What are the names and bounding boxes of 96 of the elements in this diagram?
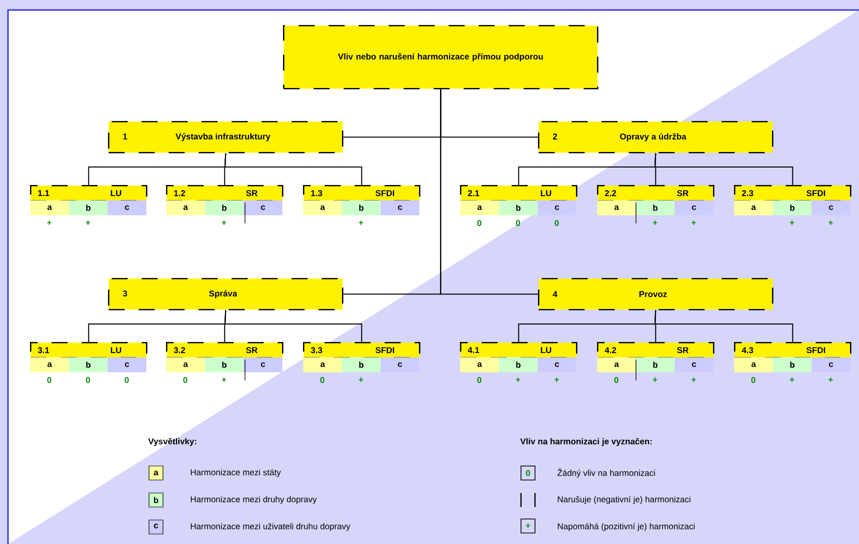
cell: c bbox=[674, 357, 714, 372]
cell: c bbox=[108, 200, 146, 216]
impact-mark: + bbox=[47, 220, 52, 225]
cell: c bbox=[538, 357, 576, 372]
legend-heading: Vliv na harmonizaci je vyznačen: bbox=[520, 438, 652, 446]
cell: b bbox=[772, 200, 812, 216]
connector-line bbox=[224, 152, 362, 186]
swatch-letter: c bbox=[154, 524, 158, 528]
impact-mark: 0 bbox=[47, 377, 52, 383]
impact-mark: + bbox=[222, 220, 226, 225]
cell: c bbox=[812, 357, 850, 372]
legend-text: Harmonizace mezi druhy dopravy bbox=[190, 496, 317, 504]
impact-mark: + bbox=[692, 378, 696, 382]
connector-line bbox=[654, 310, 794, 342]
cell: a bbox=[303, 200, 342, 216]
legend-text: Napomáhá (pozitivní je) harmonizaci bbox=[558, 523, 695, 531]
unit-header: 1.2 SR bbox=[166, 185, 284, 202]
impact-mark: + bbox=[790, 220, 794, 225]
cell: b bbox=[498, 200, 538, 216]
cell: b bbox=[68, 200, 108, 216]
cell: b bbox=[68, 357, 108, 372]
legend-heading: Vysvětlivky: bbox=[148, 438, 196, 446]
cell: c bbox=[538, 200, 576, 216]
swatch-letter: a bbox=[154, 470, 158, 476]
impact-mark: + bbox=[828, 220, 833, 225]
title-box: Vliv nebo narušení harmonizace přímou podporou bbox=[283, 25, 598, 90]
cell: a bbox=[460, 200, 499, 216]
impact-mark: + bbox=[358, 220, 364, 225]
impact-mark: 0 bbox=[477, 220, 482, 226]
impact-mark: 0 bbox=[477, 377, 482, 383]
cell: c bbox=[108, 357, 146, 372]
unit-header: 3.1 LU bbox=[30, 342, 148, 358]
sample-symbol: + bbox=[526, 524, 530, 528]
cell: a bbox=[30, 357, 69, 372]
cell: b bbox=[772, 357, 812, 372]
cell: c bbox=[380, 357, 420, 372]
cell: a bbox=[597, 200, 636, 216]
bar-mark: | bbox=[244, 360, 246, 380]
legend-text: Harmonizace mezi státy bbox=[190, 469, 281, 477]
impact-mark: + bbox=[222, 378, 226, 382]
impact-mark: + bbox=[652, 220, 658, 225]
bar-mark: | bbox=[244, 202, 246, 224]
impact-mark: + bbox=[828, 378, 833, 382]
legend-text: Narušuje (negativní je) harmonizaci bbox=[558, 496, 690, 504]
cell: a bbox=[166, 200, 205, 216]
cell: a bbox=[166, 357, 205, 372]
impact-mark: 0 bbox=[183, 377, 188, 383]
impact-mark: 0 bbox=[320, 377, 324, 383]
unit-header: 2.3 SFDI bbox=[734, 185, 852, 202]
cell: b bbox=[204, 357, 244, 372]
category-box: 1 Výstavba infrastruktury bbox=[108, 121, 344, 154]
impact-mark: + bbox=[358, 378, 364, 382]
impact-mark: + bbox=[652, 378, 658, 382]
category-box: 4 Provoz bbox=[538, 278, 774, 310]
cell: a bbox=[303, 357, 342, 372]
impact-mark: 0 bbox=[751, 377, 756, 383]
category-box: 2 Opravy a údržba bbox=[538, 121, 774, 154]
cell: a bbox=[460, 357, 499, 372]
cell: a bbox=[734, 357, 773, 372]
connector-line bbox=[224, 310, 362, 342]
cell: b bbox=[204, 200, 244, 216]
category-box: 3 Správa bbox=[108, 278, 344, 310]
cell: c bbox=[812, 200, 850, 216]
unit-header: 2.2 SR bbox=[597, 185, 714, 202]
cell: a bbox=[734, 200, 773, 216]
impact-mark: + bbox=[516, 378, 520, 382]
impact-mark: 0 bbox=[554, 220, 559, 226]
impact-mark: 0 bbox=[614, 377, 618, 383]
legend-text: Harmonizace mezi uživateli druhu dopravy bbox=[190, 523, 350, 531]
impact-mark: + bbox=[790, 378, 794, 382]
swatch-letter: b bbox=[154, 496, 158, 504]
impact-mark: 0 bbox=[124, 377, 129, 383]
impact-mark: + bbox=[554, 378, 559, 382]
impact-mark: 0 bbox=[516, 220, 520, 226]
unit-header: 4.1 LU bbox=[460, 342, 578, 358]
unit-header: 4.3 SFDI bbox=[734, 342, 852, 358]
unit-header: 1.1 LU bbox=[30, 185, 148, 202]
cell: b bbox=[498, 357, 538, 372]
impact-mark: + bbox=[692, 220, 696, 225]
legend-text: Žádný vliv na harmonizaci bbox=[557, 468, 655, 478]
impact-mark: 0 bbox=[86, 377, 90, 383]
unit-header: 1.3 SFDI bbox=[303, 185, 420, 202]
unit-header: 3.3 SFDI bbox=[303, 342, 420, 358]
connector-line bbox=[654, 152, 794, 186]
cell: b bbox=[342, 357, 381, 372]
unit-header: 2.1 LU bbox=[460, 185, 578, 202]
impact-mark: + bbox=[86, 220, 90, 225]
connector-line bbox=[440, 88, 538, 295]
sample-symbol: 0 bbox=[526, 470, 530, 476]
unit-header: 4.2 SR bbox=[597, 342, 714, 358]
cell: b bbox=[342, 200, 381, 216]
cell: c bbox=[380, 200, 420, 216]
cell: c bbox=[674, 200, 714, 216]
unit-header: 3.2 SR bbox=[166, 342, 284, 358]
cell: a bbox=[30, 200, 69, 216]
cell: a bbox=[597, 357, 636, 372]
